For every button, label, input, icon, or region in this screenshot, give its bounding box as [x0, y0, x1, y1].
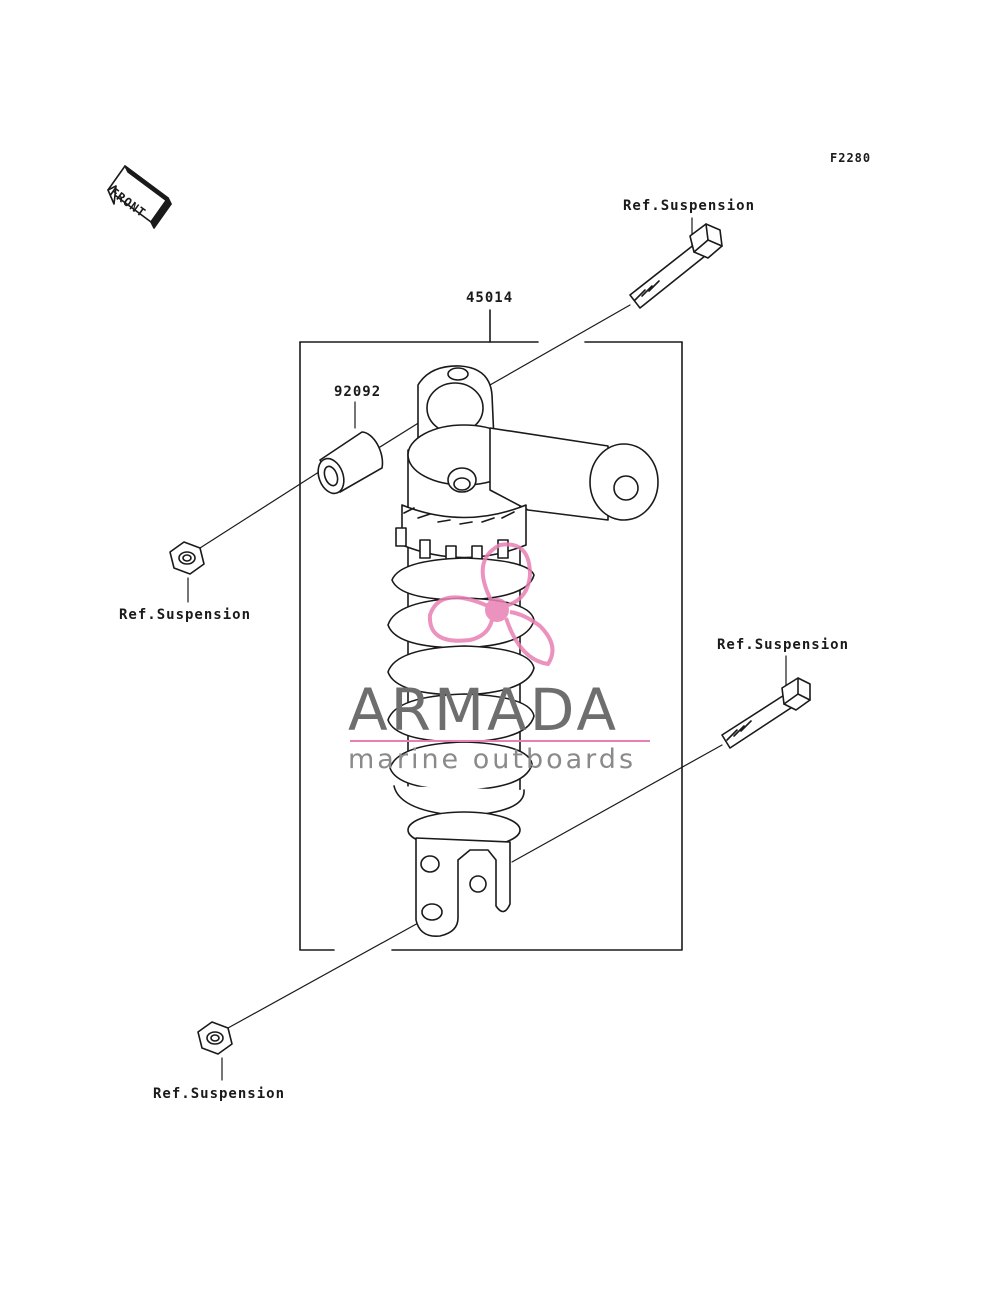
watermark-title: ARMADA [348, 676, 620, 744]
watermark-subtitle: marine outboards [348, 744, 637, 775]
assembly-bracket [299, 309, 683, 951]
callout-ref-lower-nut[interactable]: Ref.Suspension [153, 1086, 286, 1102]
callout-ref-upper-nut[interactable]: Ref.Suspension [119, 607, 252, 623]
upper-nut-icon [169, 541, 205, 575]
callout-92092[interactable]: 92092 [334, 384, 382, 400]
leader-lines [187, 217, 787, 1081]
diagram-code: F2280 [830, 151, 872, 165]
collar-icon [317, 431, 384, 495]
front-arrow-icon [107, 165, 172, 229]
watermark-propeller-icon [427, 542, 555, 667]
lower-bolt-icon [721, 677, 811, 749]
lower-nut-icon [197, 1021, 233, 1055]
top-bolt-icon [629, 223, 723, 309]
shock-absorber-icon [387, 365, 659, 937]
callout-ref-top-bolt[interactable]: Ref.Suspension [623, 198, 756, 214]
callout-ref-lower-bolt[interactable]: Ref.Suspension [717, 637, 850, 653]
callout-45014[interactable]: 45014 [466, 290, 514, 306]
watermark-divider [350, 740, 650, 742]
